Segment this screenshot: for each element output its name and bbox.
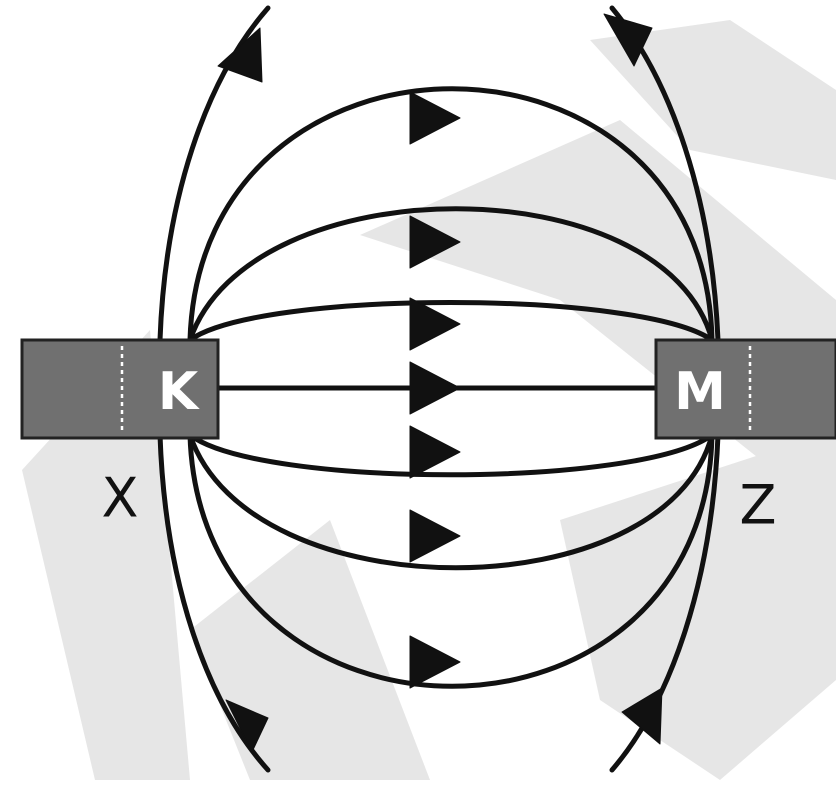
right-outer-label: Z: [740, 474, 777, 537]
field-line: [187, 300, 715, 343]
watermark-shape: [590, 20, 836, 180]
field-line: [187, 432, 715, 478]
left-outer-label: X: [102, 467, 139, 530]
arrowhead-icon: [409, 635, 461, 689]
arrowhead-icon: [409, 91, 461, 145]
arrowhead-icon: [603, 13, 653, 67]
arrowhead-icon: [409, 361, 461, 415]
arrowhead-icon: [409, 425, 461, 479]
right-pole-label: M: [674, 362, 726, 422]
arrowhead-icon: [409, 509, 461, 563]
field-line: [187, 432, 715, 571]
right-magnet: M: [654, 338, 836, 440]
arrowhead-icon: [217, 27, 263, 83]
outer-field-line: [157, 432, 271, 773]
outer-field-line: [157, 5, 271, 343]
arrowhead-icon: [409, 215, 461, 269]
field-line: [187, 86, 715, 343]
arrowhead-icon: [409, 297, 461, 351]
arrowheads: [217, 13, 663, 753]
field-line: [187, 206, 715, 343]
left-pole-label: K: [158, 362, 200, 422]
watermark-shape: [22, 330, 190, 780]
arrowhead-icon: [621, 687, 663, 745]
field-lines: [187, 86, 715, 689]
field-line: [187, 432, 715, 689]
arrowhead-icon: [225, 699, 269, 753]
watermark-shape: [560, 430, 836, 780]
right-magnet-body: [654, 338, 836, 440]
left-magnet-body: [20, 338, 220, 440]
left-magnet: K: [20, 338, 220, 440]
outer-field-line: [609, 432, 721, 773]
